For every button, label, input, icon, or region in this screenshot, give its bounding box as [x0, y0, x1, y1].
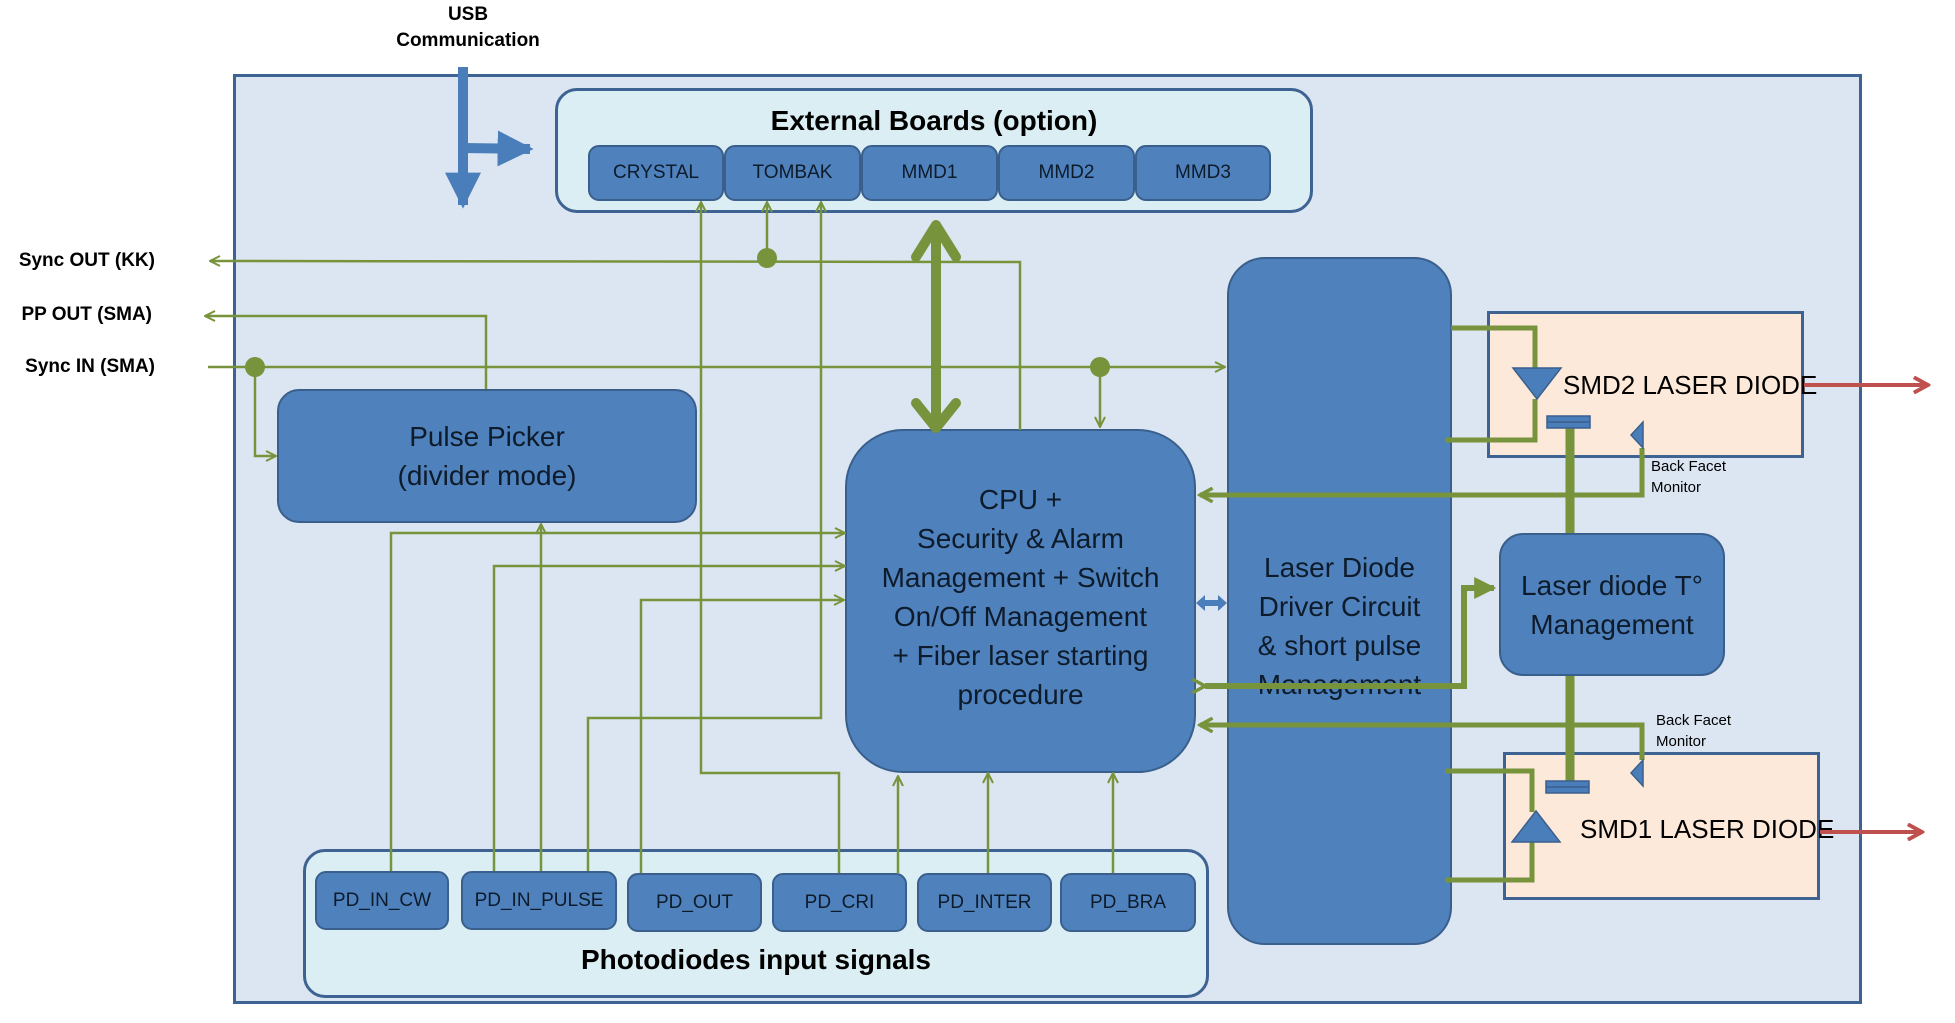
pp-out-label: PP OUT (SMA) — [21, 304, 152, 325]
pd-in-cw[interactable]: PD_IN_CW — [315, 871, 449, 930]
temp-mgmt-subtitle: Management — [1530, 608, 1694, 640]
external-boards-title: External Boards (option) — [770, 105, 1098, 136]
pd-in-pulse-to-cpu-wire — [492, 566, 845, 871]
pd-out-to-cpu-wire — [639, 600, 844, 873]
sync-in-to-pulse-picker-wire — [253, 367, 276, 456]
cpu-line: procedure — [957, 679, 1084, 710]
pd-in-pulse[interactable]: PD_IN_PULSE — [461, 871, 617, 930]
laser-driver-block[interactable]: Laser Diode Driver Circuit & short pulse… — [1227, 257, 1452, 945]
board-label: TOMBAK — [752, 162, 833, 183]
smd1-label: SMD1 LASER DIODE — [1580, 814, 1835, 844]
pp-out-wire — [205, 316, 488, 389]
pulse-picker-block[interactable]: Pulse Picker (divider mode) — [277, 389, 697, 523]
board-label: MMD1 — [901, 162, 958, 183]
smd1-laser-diode-box[interactable]: SMD1 LASER DIODE — [1503, 752, 1834, 900]
driver-line: Laser Diode — [1264, 552, 1415, 583]
bfm-line1: Back Facet — [1656, 712, 1732, 729]
pd-label: PD_OUT — [655, 891, 734, 913]
board-label: MMD3 — [1175, 162, 1231, 183]
cpu-driver-link — [1196, 595, 1227, 611]
usb-to-boards-arrow — [462, 130, 534, 167]
smd1-heatsink-icon — [1545, 780, 1590, 794]
driver-line: Driver Circuit — [1258, 591, 1421, 622]
board-mmd1[interactable]: MMD1 — [861, 145, 998, 201]
bus-up-arrowhead — [911, 220, 961, 262]
driver-to-smd2-cathode-wire — [1445, 399, 1538, 443]
pd-in-pulse-to-tombak-wire — [586, 202, 821, 871]
driver-to-smd1-anode-wire — [1445, 768, 1535, 812]
pd-cri-to-crystal-wire — [701, 202, 841, 873]
usb-bus — [445, 67, 534, 209]
cpu-line: On/Off Management — [893, 601, 1148, 632]
board-tombak[interactable]: TOMBAK — [724, 145, 861, 201]
smd2-diode-icon — [1511, 367, 1563, 401]
driver-line: & short pulse — [1257, 630, 1422, 661]
sync-in-junction-dot — [245, 357, 265, 377]
usb-label-line2: Communication — [396, 30, 540, 51]
pd-inter[interactable]: PD_INTER — [917, 873, 1052, 932]
smd2-heatsink-icon — [1546, 415, 1591, 429]
smd2-back-facet-monitor-label: Back Facet Monitor — [1651, 456, 1726, 498]
bus-down-arrowhead — [911, 398, 961, 433]
smd1-diode-icon — [1510, 809, 1562, 843]
sync-in-label: Sync IN (SMA) — [25, 356, 155, 377]
bfm-line1: Back Facet — [1651, 458, 1727, 475]
board-mmd3[interactable]: MMD3 — [1135, 145, 1271, 201]
pd-label: PD_CRI — [804, 891, 875, 913]
cpu-boards-bus — [911, 220, 961, 433]
board-mmd2[interactable]: MMD2 — [998, 145, 1135, 201]
usb-communication-label: USB Communication — [383, 2, 553, 54]
board-label: MMD2 — [1038, 162, 1095, 183]
pd-label: PD_IN_PULSE — [474, 889, 604, 911]
driver-to-smd1-cathode-wire — [1445, 842, 1535, 883]
pulse-picker-subtitle: (divider mode) — [397, 460, 577, 491]
pd-label: PD_IN_CW — [332, 889, 432, 911]
pd-label: PD_BRA — [1089, 891, 1167, 913]
pd-label: PD_INTER — [937, 891, 1032, 913]
pulse-picker-title: Pulse Picker — [409, 421, 565, 452]
smd2-laser-diode-box[interactable]: SMD2 LASER DIODE — [1487, 311, 1817, 458]
board-crystal[interactable]: CRYSTAL — [588, 145, 724, 201]
smd1-back-facet-wire — [1200, 725, 1645, 760]
smd2-label: SMD2 LASER DIODE — [1563, 370, 1818, 400]
bfm-line2: Monitor — [1656, 733, 1707, 750]
cpu-line: Management + Switch — [881, 562, 1160, 593]
cpu-block[interactable]: CPU + Security & Alarm Management + Swit… — [845, 429, 1196, 773]
smd2-back-facet-wire — [1200, 448, 1645, 495]
temperature-management-block[interactable]: Laser diode T° Management — [1499, 533, 1725, 676]
sync-in-cpu-junction-dot — [1090, 357, 1110, 377]
temp-mgmt-title: Laser diode T° — [1521, 569, 1703, 601]
pd-in-cw-to-cpu-wire — [389, 533, 845, 871]
driver-to-smd2-anode-wire — [1451, 325, 1538, 368]
sync-out-wire — [210, 261, 1022, 430]
bfm-line2: Monitor — [1651, 479, 1702, 496]
pd-cri[interactable]: PD_CRI — [772, 873, 907, 932]
sync-out-junction-dot — [757, 248, 777, 268]
cpu-line: + Fiber laser starting — [892, 640, 1149, 671]
cpu-line: Security & Alarm — [917, 523, 1124, 554]
smd1-back-facet-icon — [1629, 758, 1644, 788]
pd-out[interactable]: PD_OUT — [627, 873, 762, 932]
photodiodes-title: Photodiodes input signals — [581, 944, 931, 975]
cpu-line: CPU + — [978, 484, 1063, 515]
smd2-back-facet-icon — [1629, 420, 1644, 450]
smd1-back-facet-monitor-label: Back Facet Monitor — [1656, 710, 1731, 752]
pd-bra[interactable]: PD_BRA — [1060, 873, 1196, 932]
driver-to-temp-wire — [1445, 577, 1497, 689]
usb-label-line1: USB — [447, 4, 489, 25]
sync-out-label: Sync OUT (KK) — [18, 250, 155, 271]
board-label: CRYSTAL — [613, 162, 699, 183]
